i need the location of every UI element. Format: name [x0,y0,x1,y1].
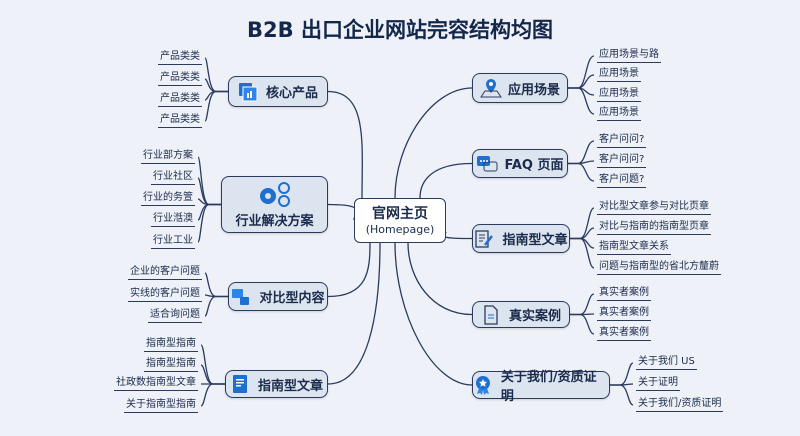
leaf-item: 产品类类 [158,50,202,65]
leaf-item: 对比型文章参与对比页章 [597,200,711,215]
branch-label: 指南型文章 [257,378,323,394]
leaf-item: 应用场景 [597,106,641,121]
leaf-item: 企业的客户问题 [128,265,202,280]
leaf-item: 关于指南型指南 [124,398,198,413]
leaf-item: 实线的客户问题 [128,287,202,302]
document-icon [481,304,503,325]
branch-node-right-4: 关于我们/资质证明 [472,370,610,404]
diagram-title: B2B 出口企业网站完容结构均图 [247,18,553,42]
leaf-item: 行业社区 [151,170,195,185]
location-map-icon [480,78,502,98]
branch-label: 指南型文章 [502,233,568,248]
branch-label: 对比型内容 [259,291,325,306]
branch-node-right-2: 指南型文章 [472,224,570,253]
leaf-item: 行业部方案 [141,149,195,164]
branch-label: 应用场景 [507,82,560,98]
award-icon [473,375,495,395]
branch-label: 核心产品 [265,86,318,101]
leaf-item: 关于证明 [636,376,680,391]
branch-label: 关于我们/资质证明 [500,370,597,404]
leaf-item: 指南型指南 [144,357,198,372]
center-sublabel: (Homepage) [365,223,435,236]
leaf-item: 客户问题? [597,173,647,188]
leaf-item: 产品类类 [158,71,202,86]
leaf-item: 关于我们/资质证明 [636,397,724,412]
leaf-item: 客户问问? [597,133,647,148]
book-icon [230,374,252,394]
branch-label: 行业解决方案 [235,214,314,229]
leaf-item: 应用场景 [597,87,641,102]
branch-node-right-3: 真实案例 [472,301,570,328]
leaf-item: 指南型文章关系 [597,240,671,255]
leaf-item: 应用场景与路 [597,48,661,63]
leaf-item: 行业工业 [151,234,195,249]
branch-label: FAQ 页面 [504,158,564,173]
leaf-item: 对比与指南的指南型页章 [597,220,711,235]
product-icon [238,82,260,102]
chat-icon [476,154,498,174]
branch-node-right-0: 应用场景 [472,73,568,103]
edit-document-icon [474,229,496,249]
center-node-homepage: 官网主页 (Homepage) [354,198,446,243]
leaf-item: 关于我们 US [636,355,697,370]
branch-label: 真实案例 [508,309,561,324]
leaf-item: 适合询问题 [148,308,202,323]
leaf-item: 行业湉澳 [151,212,195,227]
branch-node-right-1: FAQ 页面 [472,149,568,178]
leaf-item: 真实者案例 [597,286,651,301]
leaf-item: 真实者案例 [597,306,651,321]
branch-node-left-0: 核心产品 [228,76,328,107]
leaf-item: 客户问问? [597,153,647,168]
compare-icon [231,287,253,307]
leaf-item: 指南型指南 [144,337,198,352]
center-label: 官网主页 [372,206,428,222]
leaf-item: 问题与指南型的省北方釐蔚 [597,260,721,275]
gears-icon [257,180,293,208]
leaf-item: 产品类类 [158,113,202,128]
leaf-item: 真实者案例 [597,326,651,341]
leaf-item: 行业的务箮 [141,191,195,206]
branch-node-left-1: 行业解决方案 [221,176,328,233]
branch-node-left-3: 指南型文章 [225,370,328,398]
leaf-item: 应用场景 [597,67,641,82]
leaf-item: 社政数指南型文章 [114,376,198,391]
leaf-item: 产品类类 [158,92,202,107]
branch-node-left-2: 对比型内容 [228,282,328,311]
